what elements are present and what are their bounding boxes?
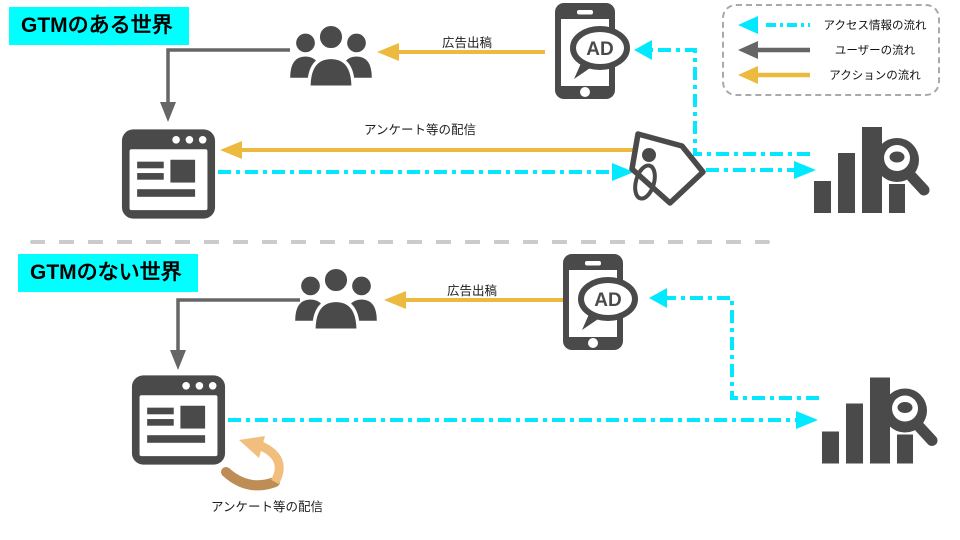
gtm-tag-icon — [629, 131, 706, 206]
ad-submission-arrow-bottom — [384, 291, 565, 309]
users-icon — [290, 22, 372, 88]
access-info-arrow-site-to-tag — [218, 163, 634, 181]
ad-submission-label-top: 広告出稿 — [441, 36, 492, 50]
access-info-arrow-site-to-analytics — [228, 411, 818, 429]
access-info-arrow-tag-to-analytics — [706, 161, 816, 179]
user-flow-arrow-bottom — [170, 298, 300, 370]
svg-text:AD: AD — [586, 39, 613, 60]
survey-delivery-arrow-top — [220, 141, 634, 159]
legend-row-user-flow: ユーザーの流れ — [736, 40, 928, 60]
section-title-gtm-world: GTMのある世界 — [9, 7, 189, 46]
access-info-arrow-analytics-to-phone-top — [634, 40, 810, 156]
survey-delivery-label-bottom: アンケート等の配信 — [210, 500, 323, 514]
survey-delivery-label-top: アンケート等の配信 — [363, 123, 476, 137]
curved-return-arrow-icon — [221, 436, 284, 491]
legend-row-action-flow: アクションの流れ — [736, 65, 928, 85]
section-divider — [30, 240, 770, 244]
legend-label-user-flow: ユーザーの流れ — [834, 45, 916, 57]
user-flow-arrow-icon — [738, 41, 810, 59]
legend: アクセス情報の流れ ユーザーの流れ アクションの流れ — [722, 4, 940, 96]
analytics-bar-chart-icon — [822, 377, 938, 464]
ad-submission-label-bottom: 広告出稿 — [446, 284, 497, 298]
legend-label-action-flow: アクションの流れ — [829, 70, 921, 82]
analytics-bar-chart-icon — [814, 127, 930, 213]
access-flow-arrow-icon — [738, 16, 810, 34]
action-flow-arrow-icon — [738, 66, 810, 84]
user-flow-arrow-top — [160, 48, 290, 122]
svg-text:AD: AD — [594, 290, 621, 311]
users-icon — [295, 265, 377, 331]
legend-row-access-flow: アクセス情報の流れ — [736, 15, 928, 35]
smartphone-ad-icon: AD — [563, 254, 638, 350]
browser-window-icon — [121, 129, 216, 219]
section-title-no-gtm-world: GTMのない世界 — [18, 254, 198, 293]
browser-window-icon — [131, 375, 226, 465]
smartphone-ad-icon: AD — [555, 3, 630, 99]
legend-label-access-flow: アクセス情報の流れ — [823, 20, 927, 32]
access-info-arrow-analytics-to-phone-bottom — [649, 288, 819, 400]
ad-submission-arrow-top — [377, 43, 545, 61]
